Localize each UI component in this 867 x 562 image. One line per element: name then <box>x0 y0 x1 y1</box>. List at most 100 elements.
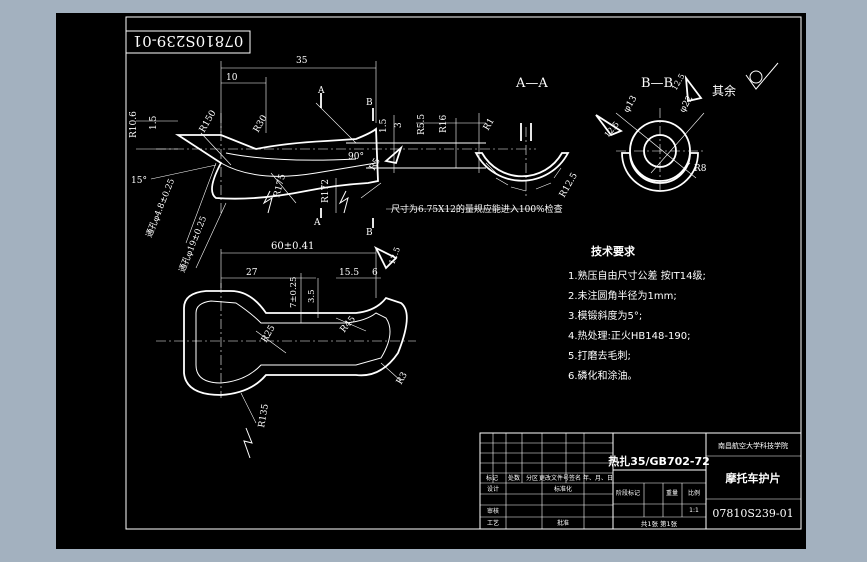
section-b-label-bottom: B <box>366 228 373 238</box>
leader-r45 <box>335 317 367 332</box>
dim-r30: R30 <box>252 113 270 134</box>
dim-15-5: 15.5 <box>339 268 359 278</box>
break-line-3 <box>243 427 253 459</box>
break-line-1 <box>262 190 273 214</box>
tech-req-3: 3.模锻斜度为5°; <box>568 309 642 322</box>
tech-req-title: 技术要求 <box>591 244 636 258</box>
dim-27: 27 <box>246 268 258 278</box>
roughness-symbol-top <box>384 145 403 165</box>
bb-section-ring <box>621 152 699 192</box>
dim-1-5a: 1.5 <box>149 115 159 130</box>
row-design: 设计 <box>487 485 499 493</box>
dim-10: 10 <box>226 73 238 83</box>
aa-r1: R1 <box>482 117 497 133</box>
bb-inner-circle <box>643 134 677 168</box>
surface-rest-label: 其余 <box>712 83 736 98</box>
row-standard: 标准化 <box>554 485 572 493</box>
hole-note-2: 通孔φ19±0.25 <box>177 215 210 275</box>
bb-r8: R8 <box>694 164 707 174</box>
plan-outline <box>183 290 408 396</box>
dim-r16: R16 <box>439 114 449 133</box>
profile-inner-line-2 <box>225 152 357 161</box>
leader-r175 <box>270 172 297 204</box>
section-a-label-bottom: A <box>313 218 321 228</box>
dim-r45: R45 <box>339 314 359 335</box>
part-name: 摩托车护片 <box>726 471 781 485</box>
plan-view: 12.5 60±0.41 27 7±0.25 3.5 15.5 6 R25 R4… <box>156 241 416 459</box>
dim-60: 60±0.41 <box>271 241 314 252</box>
cad-drawing: 07810S239-01 <box>125 16 802 530</box>
roughness-value-3: 12.5 <box>387 246 402 266</box>
leader-r150 <box>200 132 232 166</box>
rev-header-count: 处数 <box>508 474 520 482</box>
bb-phi13: φ13 <box>622 94 640 115</box>
bb-phi22: φ22 <box>678 94 696 114</box>
profile-outline <box>174 127 379 200</box>
tech-req-1: 1.熟压自由尺寸公差 按IT14级; <box>568 269 706 282</box>
hole-note-1: 通孔φ4.8±0.25 <box>144 177 178 239</box>
drawing-number-box <box>125 30 251 54</box>
dim-r5: R5 <box>368 156 383 172</box>
gauge-note: 尺寸为6.75X12的量规应能进入100%检查 <box>391 203 563 215</box>
dim-3: 3 <box>394 122 404 128</box>
tech-req-5: 5.打磨去毛刺; <box>568 349 631 362</box>
bb-outer-circle <box>629 120 691 182</box>
roughness-symbol-bb-1 <box>595 114 623 137</box>
dim-90: 90° <box>348 152 364 162</box>
dim-1-5b: 1.5 <box>379 118 389 133</box>
leader-r30 <box>315 102 357 144</box>
leader-r135 <box>240 392 257 424</box>
rev-header-docno: 更改文件号 <box>539 474 569 482</box>
dim-15-deg: 15° <box>131 176 147 186</box>
school-name: 南昌航空大学科技学院 <box>718 441 788 450</box>
bb-leader-phi22 <box>650 112 705 174</box>
tech-req-6: 6.磷化和涂油。 <box>568 369 638 382</box>
angle-15-line <box>150 164 217 180</box>
leader-r3 <box>380 362 402 382</box>
dim-r150: R150 <box>198 109 219 135</box>
plan-inner-outline <box>195 300 391 384</box>
aa-r12-5: R12.5 <box>558 171 580 199</box>
rev-header-zone: 分区 <box>526 474 538 482</box>
bb-hatch <box>631 162 691 184</box>
drawing-viewport[interactable]: 07810S239-01 <box>56 13 806 549</box>
stage-mark-header: 阶段标记 <box>616 489 640 497</box>
hole1-leader <box>185 162 217 244</box>
sheet-info: 共1张 第1张 <box>641 519 678 528</box>
dim-r3: R3 <box>395 370 410 386</box>
aa-section-outline <box>474 152 570 182</box>
weight-header: 重量 <box>666 489 678 497</box>
section-aa-view: A—A R1 R12.5 <box>474 76 580 200</box>
title-block: 标记 处数 分区 更改文件号 签名 年、月、日 设计 标准化 审核 工艺 批准 … <box>479 432 802 530</box>
row-process: 工艺 <box>487 519 499 527</box>
dim-7: 7±0.25 <box>289 277 299 308</box>
aa-hatch <box>485 162 562 192</box>
material-label: 热扎35/GB702-72 <box>608 454 710 468</box>
rev-header-sign: 签名 <box>569 474 581 482</box>
row-approve: 批准 <box>557 519 569 527</box>
hole2-leader <box>195 202 227 269</box>
profile-inner-line <box>220 162 377 177</box>
bb-leader-phi13 <box>615 112 697 179</box>
dim-6: 6 <box>372 268 378 278</box>
break-line-2 <box>338 190 349 214</box>
top-view: 35 10 R10.6 1.5 R150 R30 1.5 3 R5.5 R16 … <box>129 56 563 274</box>
tech-req-2: 2.未注圆角半径为1mm; <box>568 289 677 302</box>
drawing-number: 07810S239-01 <box>712 507 793 520</box>
roughness-symbol-plan <box>373 245 398 270</box>
section-b-label-top: B <box>366 98 373 108</box>
dim-35: 35 <box>296 56 308 66</box>
rev-header-date: 年、月、日 <box>583 474 613 482</box>
roughness-symbol-bb-2 <box>684 74 703 103</box>
drawing-border <box>125 16 802 530</box>
dim-3-5: 3.5 <box>307 289 317 303</box>
section-bb-title: B—B <box>641 76 673 91</box>
leader-note <box>360 182 382 199</box>
scale-header: 比例 <box>688 489 700 497</box>
dim-r172: R172 <box>321 179 331 203</box>
surface-rest-circle <box>749 70 763 84</box>
row-check: 审核 <box>487 507 499 515</box>
section-aa-title: A—A <box>515 76 548 91</box>
dim-r10-6: R10.6 <box>129 111 139 138</box>
surface-rest-symbol <box>745 62 779 90</box>
